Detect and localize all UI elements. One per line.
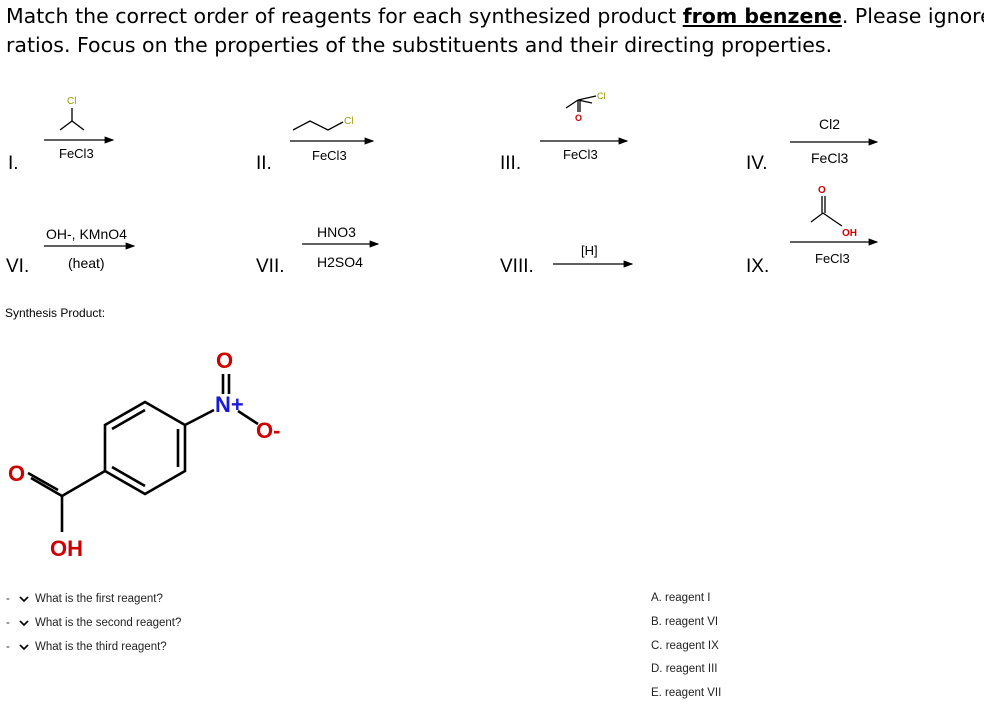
atom-o-iii: O: [575, 113, 582, 123]
question-text: Match the correct order of reagents for …: [6, 2, 984, 60]
reagent-vii-below-label: H2SO4: [317, 254, 363, 270]
chevron-down-icon: [19, 644, 29, 651]
atom-oh-ix: OH: [842, 228, 857, 239]
atom-o-carbonyl: O: [8, 461, 25, 486]
synthesis-product-label: Synthesis Product:: [5, 306, 106, 320]
dropdown-first-reagent: - What is the first reagent?: [6, 590, 163, 608]
dropdown-second-reagent: - What is the second reagent?: [6, 614, 181, 632]
reagent-ix-below-label: FeCl3: [815, 251, 850, 266]
numeral-i: I.: [8, 153, 19, 174]
numeral-ix: IX.: [746, 256, 770, 277]
atom-o-nitro-top: O: [216, 348, 233, 373]
dropdown-third-toggle[interactable]: [18, 640, 30, 654]
reagent-i-below-label: FeCl3: [59, 146, 94, 161]
option-e: E. reagent VII: [651, 687, 722, 699]
chevron-down-icon: [19, 620, 29, 627]
reagent-vi-below-label: (heat): [68, 255, 105, 271]
atom-n-plus: N+: [215, 392, 244, 417]
numeral-viii: VIII.: [500, 256, 534, 277]
question-line-2: ratios. Focus on the properties of the s…: [6, 33, 833, 57]
option-b: B. reagent VI: [651, 616, 719, 628]
reagent-vi-above-label: OH-, KMnO4: [46, 226, 127, 242]
numeral-iii: III.: [500, 153, 522, 174]
dropdown-second-question: What is the second reagent?: [35, 617, 182, 629]
reagent-ii-below-label: FeCl3: [312, 148, 347, 163]
product-benzene-ring: [27, 374, 259, 532]
reagent-iv-below-label: FeCl3: [811, 150, 849, 166]
dropdown-third-reagent: - What is the third reagent?: [6, 638, 167, 656]
dropdown-third-value: -: [6, 641, 10, 653]
option-a: A. reagent I: [651, 592, 711, 604]
option-c: C. reagent IX: [651, 640, 719, 652]
atom-oh-acid: OH: [50, 536, 83, 561]
molecule-chloropropane: [292, 120, 344, 131]
reagent-iii-below-label: FeCl3: [563, 147, 598, 162]
reagent-iv-above-label: Cl2: [819, 116, 841, 132]
dropdown-third-question: What is the third reagent?: [35, 641, 167, 653]
highlight-from-benzene: from benzene: [682, 4, 842, 28]
reagent-viii-above-label: [H]: [581, 243, 598, 258]
question-line-1: Match the correct order of reagents for …: [6, 4, 984, 28]
atom-o-minus: O-: [256, 418, 280, 443]
dropdown-first-question: What is the first reagent?: [35, 593, 163, 605]
numeral-vi: VI.: [6, 256, 30, 277]
numeral-ii: II.: [256, 153, 272, 174]
dropdown-second-value: -: [6, 617, 10, 629]
atom-cl-i: Cl: [67, 96, 76, 107]
reagent-vii-above-label: HNO3: [317, 224, 356, 240]
dropdown-first-toggle[interactable]: [18, 592, 30, 606]
atom-cl-ii: Cl: [344, 116, 353, 127]
dropdown-second-toggle[interactable]: [18, 616, 30, 630]
chevron-down-icon: [19, 596, 29, 603]
atom-cl-iii: Cl: [597, 91, 606, 101]
numeral-vii: VII.: [256, 256, 285, 277]
option-d: D. reagent III: [651, 663, 718, 675]
molecule-isopropyl-chloride: [59, 108, 85, 131]
molecule-acyl-chloride: [565, 95, 597, 112]
dropdown-first-value: -: [6, 593, 10, 605]
atom-o-ix: O: [818, 185, 826, 196]
numeral-iv: IV.: [746, 153, 768, 174]
molecule-carboxylic-acid: [810, 196, 843, 227]
